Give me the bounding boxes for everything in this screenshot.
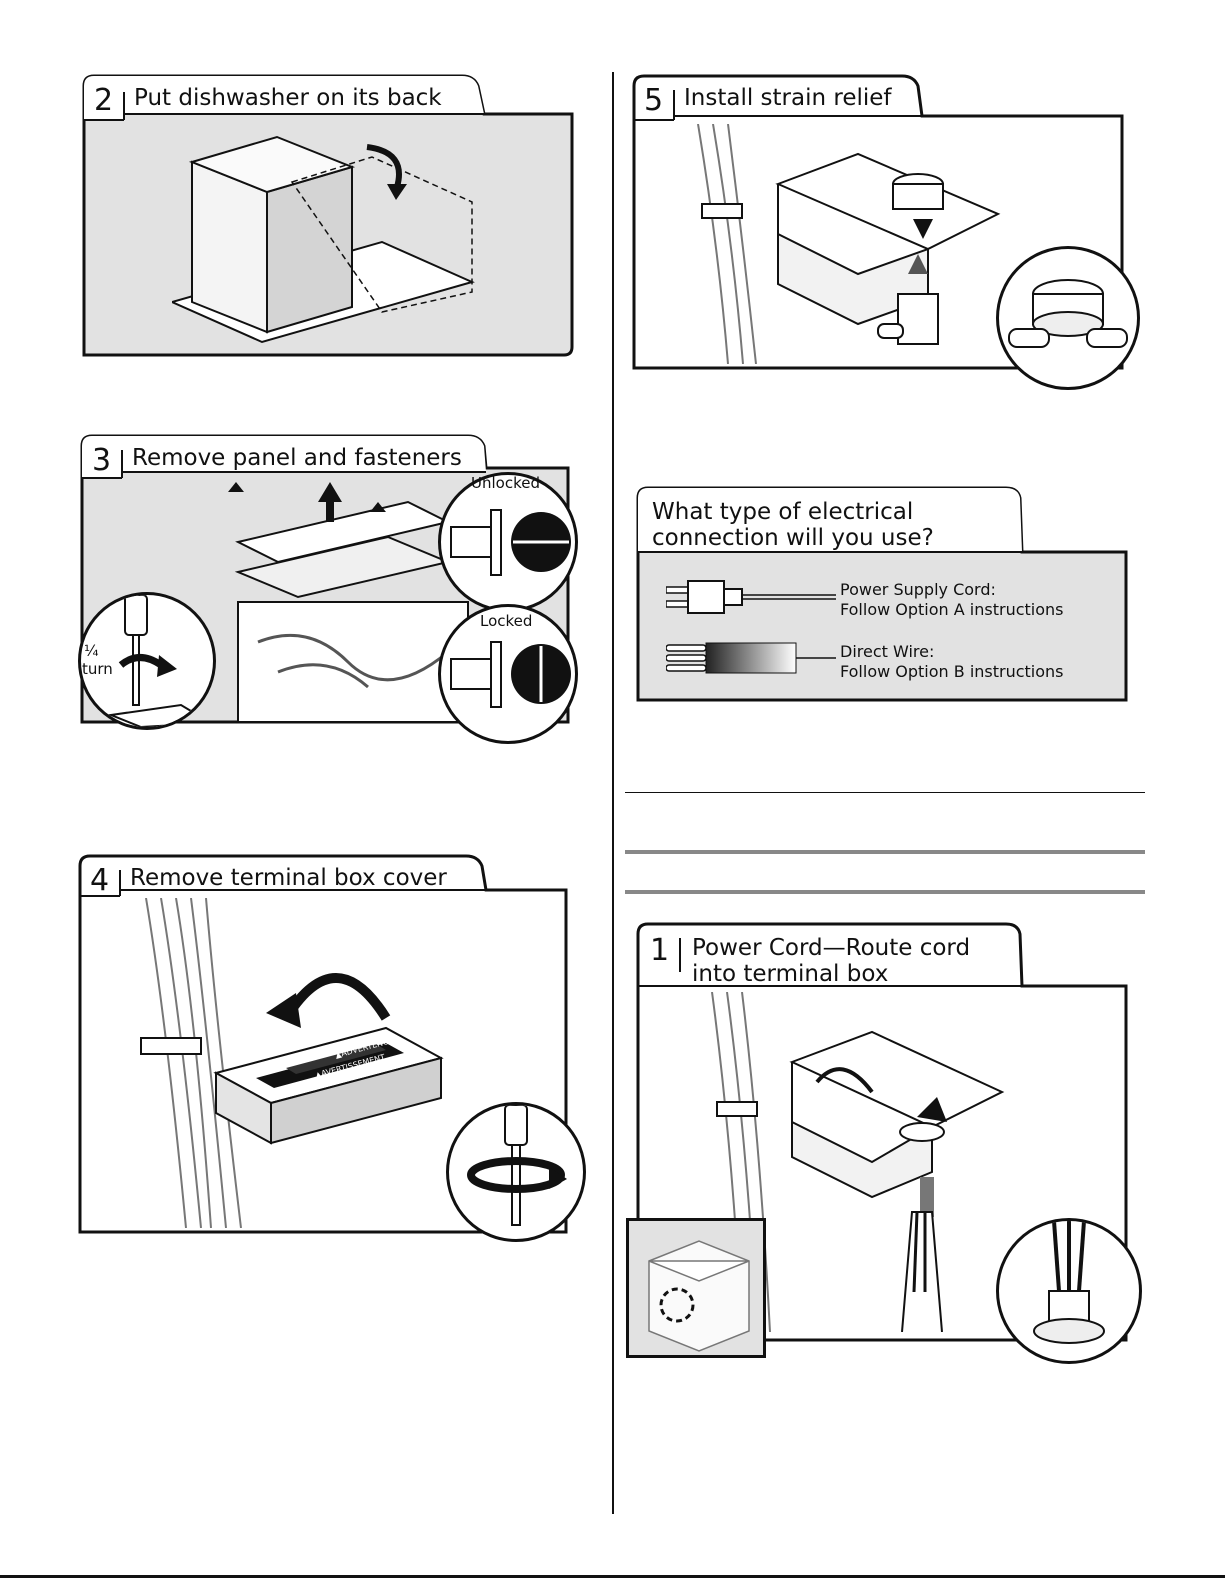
column-divider (612, 72, 614, 1514)
turn-fraction: ¼ (84, 642, 99, 660)
terminal-box-cord-illustration (711, 992, 1005, 1332)
screwdriver-icon (467, 1105, 567, 1226)
step-4-panel: 4 Remove terminal box cover ▲AVERTISSEME… (76, 852, 591, 1244)
strain-relief-cord-callout (996, 1218, 1142, 1364)
step-title-line-2: into terminal box (692, 961, 889, 987)
step-number: 2 (94, 83, 114, 118)
power-cord-plug-icon (666, 580, 836, 614)
step-number: 5 (644, 83, 664, 118)
screw-callout (446, 1102, 586, 1242)
quarter-turn-callout (78, 592, 216, 730)
step-title: Remove panel and fasteners (132, 445, 462, 471)
direct-wire-icon (666, 642, 836, 674)
strain-relief-callout (996, 246, 1140, 390)
unlocked-fastener-illustration (450, 509, 571, 576)
option-b-line-2: Follow Option B instructions (840, 662, 1064, 681)
strain-relief-illustration (697, 124, 1001, 364)
step-number: 3 (92, 443, 112, 478)
electrical-connection-panel: What type of electrical connection will … (636, 484, 1136, 704)
turn-word: turn (82, 660, 113, 678)
panel-fasteners-illustration (228, 482, 469, 723)
section-rule (625, 890, 1145, 894)
dishwasher-illustration (172, 135, 475, 344)
step-title: Remove terminal box cover (130, 865, 447, 891)
dishwasher-overview-illustration (648, 1240, 750, 1352)
dishwasher-location-inset (626, 1218, 766, 1358)
strain-relief-detail (1008, 279, 1128, 348)
option-a-line-2: Follow Option A instructions (840, 600, 1064, 619)
unlocked-callout (438, 472, 578, 612)
step-title: Install strain relief (684, 85, 892, 111)
step-title-line-1: Power Cord—Route cord (692, 935, 971, 961)
step-2-panel: 2 Put dishwasher on its back (82, 72, 582, 357)
unlocked-label: Unlocked (471, 474, 540, 492)
step-1-panel: 1 Power Cord—Route cord into terminal bo… (626, 920, 1142, 1365)
step-5-panel: 5 Install strain relief (632, 72, 1140, 390)
section-rule (625, 850, 1145, 854)
terminal-box-illustration: ▲AVERTISSEMENT ▲ADVERTENCIA (140, 898, 444, 1228)
section-rule (625, 792, 1145, 793)
locked-callout (438, 604, 578, 744)
option-a-line-1: Power Supply Cord: (840, 580, 996, 599)
cord-through-strain-relief-detail (1033, 1221, 1105, 1344)
question-line-1: What type of electrical (652, 499, 914, 525)
step-number: 4 (90, 863, 110, 898)
option-b-line-1: Direct Wire: (840, 642, 935, 661)
step-number: 1 (650, 933, 670, 968)
locked-label: Locked (480, 612, 533, 630)
step-3-panel: 3 Remove panel and fasteners Unlocked Lo… (78, 432, 583, 744)
page-bottom-rule (0, 1575, 1225, 1578)
locked-fastener-illustration (450, 641, 571, 708)
step-title: Put dishwasher on its back (134, 85, 442, 111)
question-line-2: connection will you use? (652, 525, 934, 551)
